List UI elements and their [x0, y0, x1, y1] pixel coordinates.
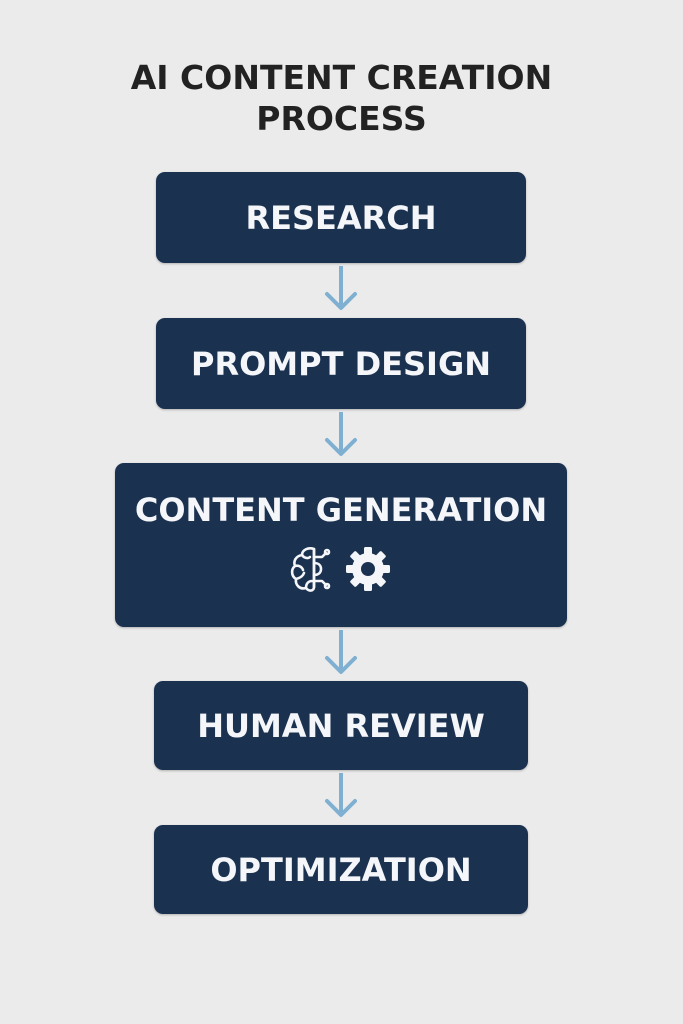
step-optimization: OPTIMIZATION [154, 825, 528, 914]
diagram-title-line-1: AI CONTENT CREATION [130, 58, 553, 97]
flow-arrow-down [325, 412, 357, 456]
flow-arrow-down [325, 773, 357, 817]
step-human-review: HUMAN REVIEW [154, 681, 528, 770]
diagram-title-line-2: PROCESS [256, 99, 427, 138]
step-icons [290, 545, 392, 593]
step-label: PROMPT DESIGN [191, 344, 491, 383]
flow-arrow-down [325, 266, 357, 310]
brain-icon [290, 547, 331, 592]
step-label: OPTIMIZATION [210, 850, 472, 889]
gear-icon [346, 547, 390, 591]
step-label: HUMAN REVIEW [197, 706, 485, 745]
step-content-generation: CONTENT GENERATION [115, 463, 567, 627]
step-label: RESEARCH [245, 198, 437, 237]
step-label: CONTENT GENERATION [134, 491, 548, 529]
flow-arrow-down [325, 630, 357, 674]
step-prompt-design: PROMPT DESIGN [156, 318, 526, 409]
step-research: RESEARCH [156, 172, 526, 263]
